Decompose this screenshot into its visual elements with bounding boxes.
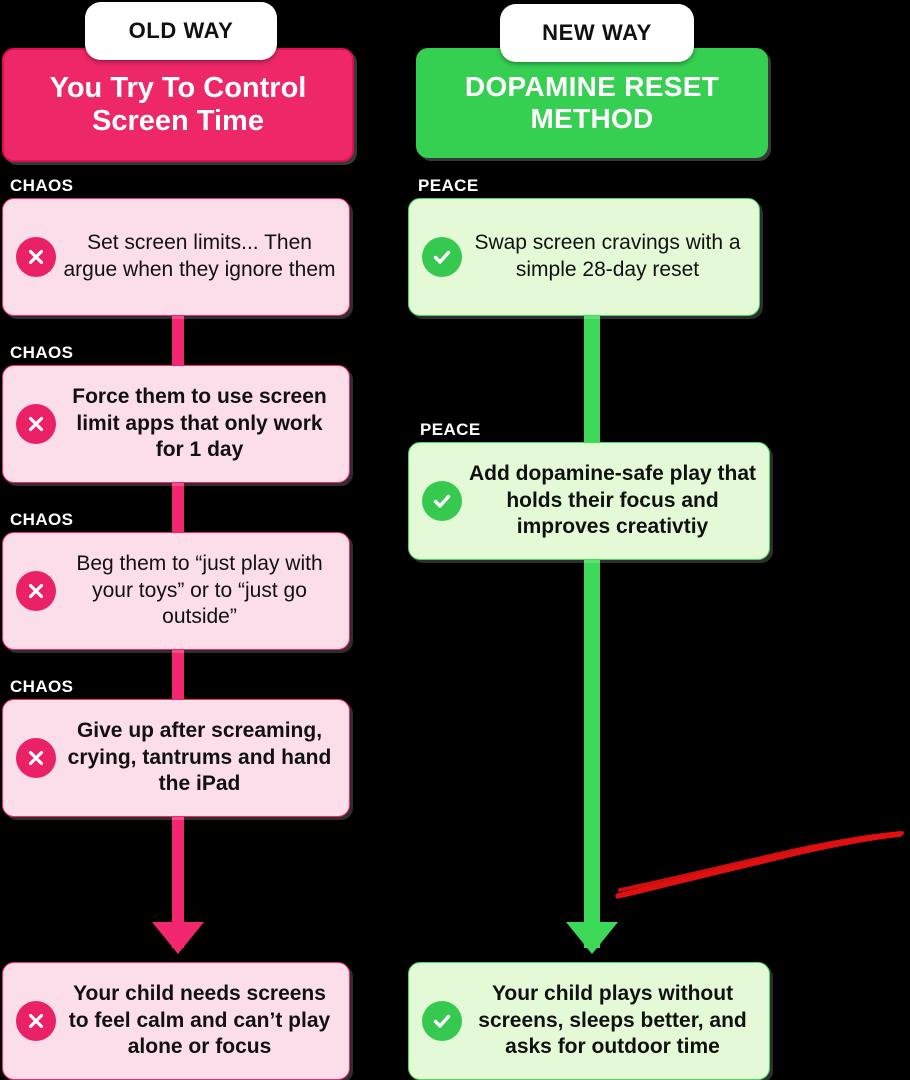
left-step-text-2: Force them to use screen limit apps that…: [72, 384, 327, 462]
left-column-header: You Try To Control Screen Time: [2, 48, 354, 162]
check-circle-icon: [422, 237, 462, 277]
left-step-card-3: Beg them to “just play with your toys” o…: [2, 532, 350, 650]
x-circle-icon: [16, 404, 56, 444]
old-way-badge-label: OLD WAY: [128, 18, 234, 43]
left-step-text-3: Beg them to “just play with your toys” o…: [76, 551, 323, 629]
right-step-text-1: Swap screen cravings with a simple 28-da…: [474, 231, 741, 281]
right-flow-connector: [584, 300, 600, 948]
right-column-title: DOPAMINE RESET METHOD: [464, 70, 720, 134]
right-step-tag-2: PEACE: [420, 420, 481, 439]
right-step-card-2: Add dopamine-safe play that holds their …: [408, 442, 770, 560]
new-way-badge: NEW WAY: [500, 4, 694, 62]
left-step-card-4: Give up after screaming, crying, tantrum…: [2, 699, 350, 817]
x-circle-icon: [16, 1001, 56, 1041]
red-underline-stroke: [615, 831, 904, 899]
left-column-title: You Try To Control Screen Time: [49, 71, 307, 137]
right-step-card-1: Swap screen cravings with a simple 28-da…: [408, 198, 760, 316]
right-flow-arrowhead: [566, 922, 618, 954]
right-outcome-text: Your child plays without screens, sleeps…: [478, 981, 747, 1059]
right-column-header: DOPAMINE RESET METHOD: [416, 48, 768, 158]
left-step-card-1: Set screen limits... Then argue when the…: [2, 198, 350, 316]
left-outcome-card: Your child needs screens to feel calm an…: [2, 962, 350, 1080]
x-circle-icon: [16, 738, 56, 778]
old-way-badge: OLD WAY: [85, 2, 277, 60]
left-step-tag-3: CHAOS: [10, 510, 74, 529]
left-step-card-2: Force them to use screen limit apps that…: [2, 365, 350, 483]
left-outcome-text: Your child needs screens to feel calm an…: [68, 981, 331, 1059]
check-circle-icon: [422, 481, 462, 521]
left-flow-arrowhead: [152, 922, 204, 954]
left-step-tag-2: CHAOS: [10, 343, 74, 362]
left-step-text-1: Set screen limits... Then argue when the…: [63, 231, 336, 281]
check-circle-icon: [422, 1001, 462, 1041]
x-circle-icon: [16, 237, 56, 277]
right-outcome-card: Your child plays without screens, sleeps…: [408, 962, 770, 1080]
right-step-text-2: Add dopamine-safe play that holds their …: [468, 461, 757, 539]
x-circle-icon: [16, 571, 56, 611]
right-step-tag-1: PEACE: [418, 176, 479, 195]
left-step-text-4: Give up after screaming, crying, tantrum…: [67, 718, 332, 796]
left-step-tag-4: CHAOS: [10, 677, 74, 696]
new-way-badge-label: NEW WAY: [542, 20, 652, 45]
left-step-tag-1: CHAOS: [10, 176, 74, 195]
